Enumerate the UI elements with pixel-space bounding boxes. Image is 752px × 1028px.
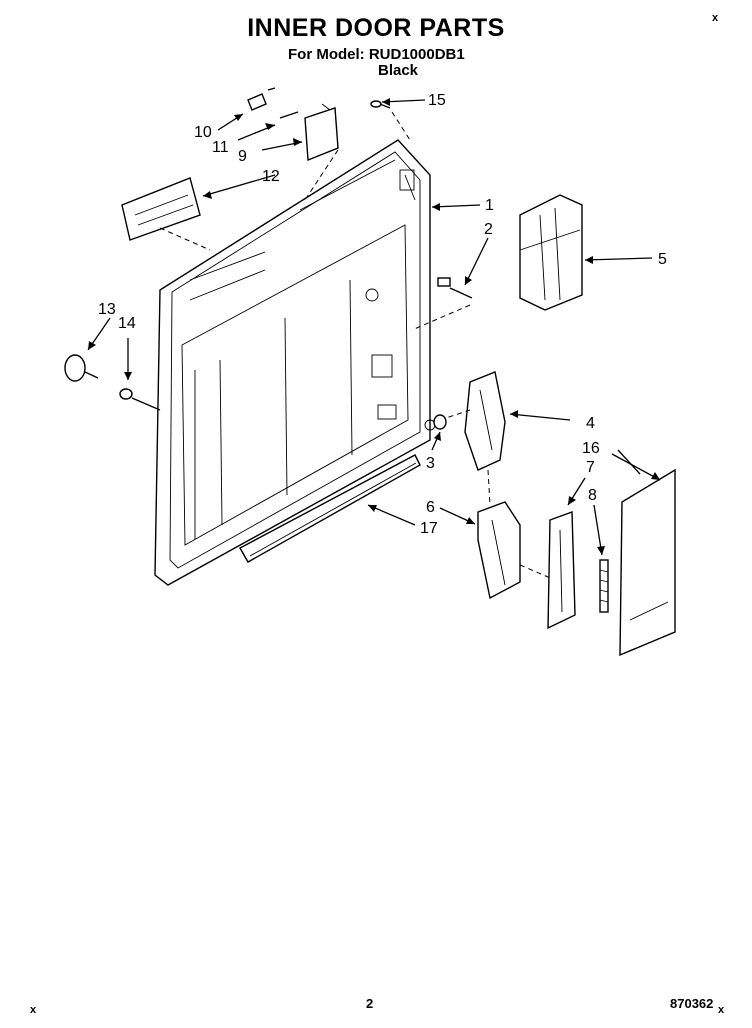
model-label: For Model: RUD1000DB1	[288, 46, 465, 63]
callout-2: 2	[484, 221, 493, 238]
callout-13: 13	[98, 301, 116, 318]
callout-1: 1	[485, 197, 494, 214]
callout-7: 7	[586, 459, 595, 476]
callout-9: 9	[238, 148, 247, 165]
callout-17: 17	[420, 520, 438, 537]
callout-6: 6	[426, 499, 435, 516]
callout-labels: 1 2 3 4 5 6 7 8 9 10 11 12 13 14 15 16 1…	[98, 92, 667, 537]
screw-15	[370, 100, 411, 141]
latch-bracket	[439, 371, 506, 506]
top-small-parts	[247, 87, 339, 201]
screw-2	[411, 277, 473, 331]
drawing-code: 870362	[670, 996, 714, 1011]
latch-spring	[599, 559, 609, 613]
callout-3: 3	[426, 455, 435, 472]
color-label: Black	[378, 62, 419, 79]
vent-bracket	[121, 177, 211, 251]
latch-cover-panel	[619, 468, 676, 657]
callout-15: 15	[428, 92, 446, 109]
callout-14: 14	[118, 315, 136, 332]
latch-lever	[547, 511, 576, 630]
page-title: INNER DOOR PARTS	[247, 14, 505, 42]
callout-16: 16	[582, 440, 600, 457]
page-number: 2	[366, 996, 374, 1011]
callout-12: 12	[262, 168, 280, 185]
corner-mark-top-right: x	[712, 12, 719, 24]
corner-mark-bottom-left: x	[30, 1004, 37, 1016]
inner-door-panel	[154, 139, 436, 586]
callout-4: 4	[586, 415, 595, 432]
knob-assembly	[64, 354, 161, 411]
callout-10: 10	[194, 124, 212, 141]
callout-5: 5	[658, 251, 667, 268]
leader-arrows	[87, 98, 661, 556]
latch-housing	[519, 194, 583, 311]
corner-mark-bottom-right: x	[718, 1004, 725, 1016]
bottom-trim-strip	[239, 454, 421, 563]
callout-11: 11	[212, 139, 229, 156]
callout-8: 8	[588, 487, 597, 504]
lower-latch	[477, 501, 556, 600]
bumper-3	[433, 414, 447, 430]
